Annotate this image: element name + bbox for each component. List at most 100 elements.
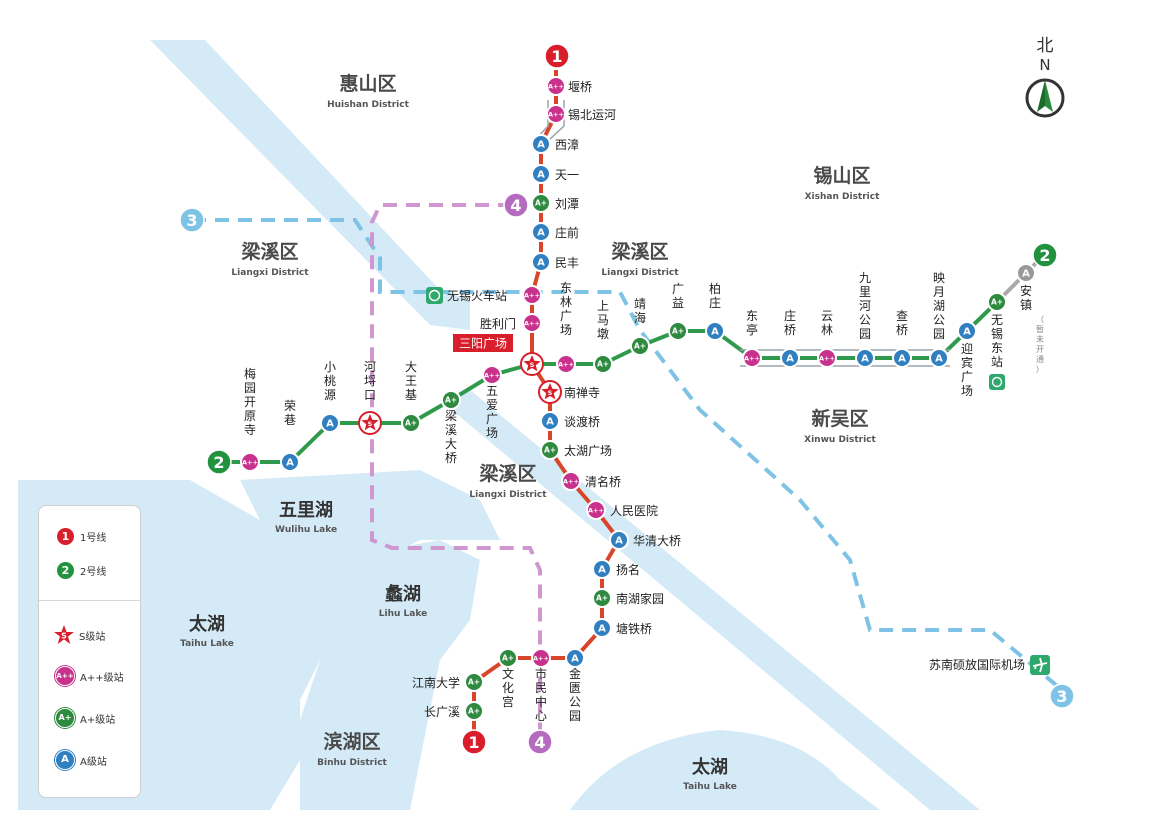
station-三阳广场[interactable]: S [520,352,544,376]
station-九里河公园[interactable]: A [855,348,875,368]
station-长广溪[interactable]: A+ [464,701,484,721]
station-南湖家园[interactable]: A+ [592,588,612,608]
anzhen-note-char: （ [1036,315,1044,324]
station-锡北运河[interactable]: A++ [546,104,566,124]
legend-item-grade-app: A++ A++级站 [55,666,124,686]
station-金匮公园[interactable]: A [565,648,585,668]
station-安镇[interactable]: A [1016,263,1036,283]
station-河埒口[interactable]: S [358,411,382,435]
station-文化宫[interactable]: A+ [498,648,518,668]
station-label-char: 庄 [709,295,721,310]
wuxi-east-station-icon [989,374,1005,390]
station-荣巷[interactable]: A [280,452,300,472]
station-扬名[interactable]: A [592,559,612,579]
station-label-char: 林 [821,323,833,337]
line-badge-l2-left: 2 [206,449,232,475]
station-西漳[interactable]: A [531,134,551,154]
station-无锡火车站[interactable]: A++ [522,285,542,305]
lake-name-cn: 太湖 [189,613,225,635]
station-民丰[interactable]: A [531,252,551,272]
station-大王基[interactable]: A+ [401,413,421,433]
station-柏庄[interactable]: A [705,321,725,341]
station-上马墩[interactable]: A+ [593,354,613,374]
station-label-char: 安 [1020,283,1032,298]
station-label-char: 广 [560,309,572,323]
station-dot [592,559,612,579]
legend-s-star-glyph: S [61,632,67,641]
station-庄桥[interactable]: A [780,348,800,368]
station-grade-glyph: A [963,327,971,338]
station-dot [531,164,551,184]
station-市民中心[interactable]: A++ [531,648,551,668]
station-映月湖公园[interactable]: A [929,348,949,368]
station-梅园开原寺[interactable]: A++ [240,452,260,472]
station-dot [522,285,542,305]
line-2-elevated-rail [740,349,950,367]
station-dot [586,500,606,520]
station-南禅寺[interactable]: S [538,380,562,404]
station-label-char: 查 [896,309,908,323]
station-grade-glyph: A+ [672,327,684,336]
station-label-char: 梅 [244,366,256,381]
station-查桥[interactable]: A [892,348,912,368]
district-name-cn: 新吴区 [811,407,868,430]
station-dot [401,413,421,433]
station-清名桥[interactable]: A++ [561,471,581,491]
station-云林[interactable]: A++ [817,348,837,368]
station-广益[interactable]: A+ [668,321,688,341]
station-dot [561,471,581,491]
station-无锡东站[interactable]: A+ [987,292,1007,312]
station-梁溪大桥[interactable]: A+ [441,390,461,410]
wuxi-railway-station-label[interactable]: 无锡火车站 [426,287,507,304]
station-太湖广场[interactable]: A+ [540,440,560,460]
station-grade-glyph: A++ [819,354,835,362]
district-name-cn: 梁溪区 [610,240,668,263]
district-name-en: Binhu District [317,758,387,768]
line-badge-l3-right: 3 [1049,683,1075,709]
station-s-star-icon [541,383,559,400]
legend-item-grade-s: S S级站 [53,624,105,646]
station-label-char: 五 [486,384,498,398]
station-label: 谈渡桥 [564,414,600,429]
station-label-char: 公 [859,313,871,327]
station-迎宾广场[interactable]: A [957,321,977,341]
station-江南大学[interactable]: A+ [464,672,484,692]
station-庄前[interactable]: A [531,222,551,242]
station-刘潭[interactable]: A+ [531,193,551,213]
sanyang-square-badge[interactable]: 三阳广场 [453,334,513,352]
station-label-char: 大 [445,437,457,451]
station-胜利门[interactable]: A++ [522,313,542,333]
airport-label[interactable]: 苏南硕放国际机场 [929,655,1050,675]
legend-app-icon: A++ [55,666,75,686]
legend-item-line2: 2 2号线 [57,562,106,579]
station-grade-glyph: A++ [548,110,564,118]
station-grade-glyph: A++ [558,360,574,368]
station-堰桥[interactable]: A++ [546,76,566,96]
station-五爱广场[interactable]: A++ [482,365,502,385]
station-grade-glyph: S [530,361,535,369]
station-grade-glyph: A [546,417,554,428]
station-华清大桥[interactable]: A [609,530,629,550]
station-谈渡桥[interactable]: A [540,411,560,431]
station-东亭[interactable]: A++ [742,348,762,368]
station-label-char: 口 [364,388,376,402]
legend-s-star-icon: S [54,625,74,644]
line-badge-number: 1 [551,47,562,66]
station-人民医院[interactable]: A++ [586,500,606,520]
station-label-char: 宾 [961,355,973,370]
station-小桃源[interactable]: A [320,413,340,433]
station-天一[interactable]: A [531,164,551,184]
station-grade-glyph: A+ [544,446,556,455]
station-label-char: 广 [486,412,498,426]
line-badge-circle [503,192,529,218]
station-靖海[interactable]: A+ [630,336,650,356]
station-东林广场[interactable]: A++ [556,354,576,374]
station-塘铁桥[interactable]: A [592,618,612,638]
station-label: 太湖广场 [564,443,612,458]
district-name-en: Xinwu District [804,435,876,445]
station-dot [441,390,461,410]
